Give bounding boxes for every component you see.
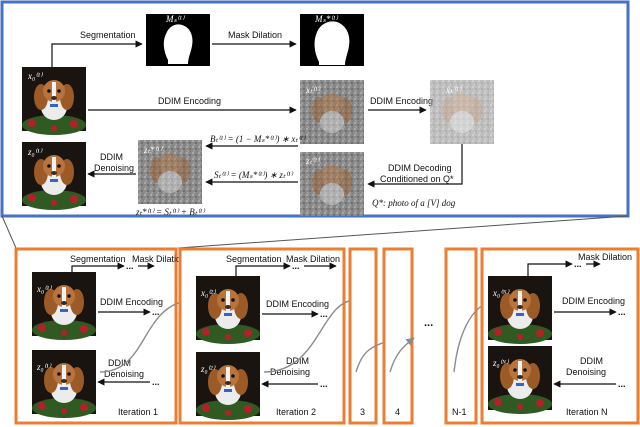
label-zt: zₜ⁽¹⁾ [305,156,320,166]
mask-dilation-label: Mask Dilation [228,30,282,40]
iter1-input-image [32,272,96,340]
iter1-dots-seg: ... [126,261,134,271]
iterN-output-image [488,346,552,414]
iterN-dots-den: ... [618,379,626,389]
iter2-dots-enc: ... [320,309,328,319]
iter1-ddim: DDIM [108,358,131,368]
iter1-dots-den: ... [152,377,160,387]
iter1-dots-enc: ... [152,307,160,317]
iterN-mask-dilation: Mask Dilation [578,252,632,262]
label-x0: x₀⁽¹⁾ [27,71,43,81]
iter2-segmentation-arrow [235,262,291,276]
iter2-label-x: x₀⁽²⁾ [200,288,216,298]
iteration-2-box: x₀⁽²⁾ Segmentation ... Mask Dilation DDI… [178,247,346,425]
iter1-caption: Iteration 1 [118,407,158,417]
label-ms-star: Mₛ*⁽¹⁾ [314,14,338,24]
between-dots: ... [424,317,433,329]
iter2-encoding: DDIM Encoding [266,299,329,309]
label-xk: xₖ⁽¹⁾ [445,85,462,95]
iterN-dots-enc: ... [618,307,626,317]
iteration-3-box: 3 [348,247,393,425]
iterN-label-x: x₀⁽ᴺ⁾ [492,288,509,298]
iter2-segmentation: Segmentation [226,254,282,264]
segmentation-label: Segmentation [80,30,136,40]
label-zt-star: zₜ*⁽¹⁾ [143,145,163,155]
equation-b: Bₜ⁽¹⁾ = (1 − Mₛ*⁽¹⁾) ∗ xₜ⁽¹⁾ [210,134,306,144]
ddim-decoding-arrow [367,144,463,188]
iter2-input-image [196,276,260,344]
iter2-label-z: z₀⁽²⁾ [200,364,216,374]
equation-s: Sₜ⁽¹⁾ = (Mₛ*⁽¹⁾) ∗ zₜ⁽¹⁾ [214,170,293,180]
detail-panel: x₀⁽¹⁾ Segmentation Mₛ⁽¹⁾ Mask Dilation M… [0,0,630,218]
equation-z: zₜ*⁽¹⁾ = Sₜ⁽¹⁾ + Bₜ⁽¹⁾ [135,207,205,217]
iterN-encoding: DDIM Encoding [562,296,625,306]
iteration-1-box: x₀⁽¹⁾ Segmentation ... Mask Dilation DDI… [14,247,186,425]
iter1-output-image [32,350,96,418]
label-ms: Mₛ⁽¹⁾ [165,14,185,24]
label-z0: z₀⁽¹⁾ [27,147,43,157]
label-xt: xₜ⁽¹⁾ [305,85,321,95]
zoom-line-left [1,215,17,249]
iterN-caption: Iteration N [566,407,608,417]
iterN-input-image [488,276,552,344]
iterN-label-z: z₀⁽ᴺ⁾ [492,358,509,368]
iter2-mask-dilation: Mask Dilation [286,254,340,264]
iter-n-minus-1-label: N-1 [452,407,467,417]
iter1-label-z: z₀⁽¹⁾ [36,362,52,372]
iter1-encoding: DDIM Encoding [100,297,163,307]
segmentation-arrow [51,40,143,67]
iter1-label-x: x₀⁽¹⁾ [36,284,52,294]
iter4-label: 4 [395,407,400,417]
iter1-segmentation: Segmentation [70,254,126,264]
decoding-label-2: Conditioned on Q* [380,174,454,184]
iterN-denoising: Denoising [566,367,606,377]
iteration-4-box: 4 [382,247,415,425]
iter1-mask-dilation: Mask Dilation [132,254,186,264]
iter1-denoising: Denoising [104,369,144,379]
iteration-n-box: x₀⁽ᴺ⁾ ... Mask Dilation DDIM Encoding ..… [480,247,640,425]
ddim-encoding-label-2: DDIM Encoding [370,96,433,106]
noised-image-xk [430,80,494,144]
iter2-denoising: Denoising [270,367,310,377]
iter2-dots-seg: ... [292,261,300,271]
iterN-dots-seg: ... [574,259,582,269]
transfer-arrow-4-next [389,337,415,373]
iter3-label: 3 [360,407,365,417]
decoding-label-1: DDIM Decoding [388,163,452,173]
iter1-segmentation-arrow [71,262,125,272]
denoising-label-2: Denoising [94,163,134,173]
zoom-line-right [177,215,629,249]
iter2-dots-den: ... [320,379,328,389]
iter2-caption: Iteration 2 [276,407,316,417]
ddim-encoding-label-1: DDIM Encoding [158,96,221,106]
iterN-ddim: DDIM [580,356,603,366]
denoising-label-1: DDIM [100,152,123,162]
iter2-output-image [196,352,260,420]
iterN-segmentation-arrow [527,260,573,276]
prompt-text: Q*: photo of a [V] dog [372,198,456,208]
transfer-arrow-2-3 [263,295,357,373]
